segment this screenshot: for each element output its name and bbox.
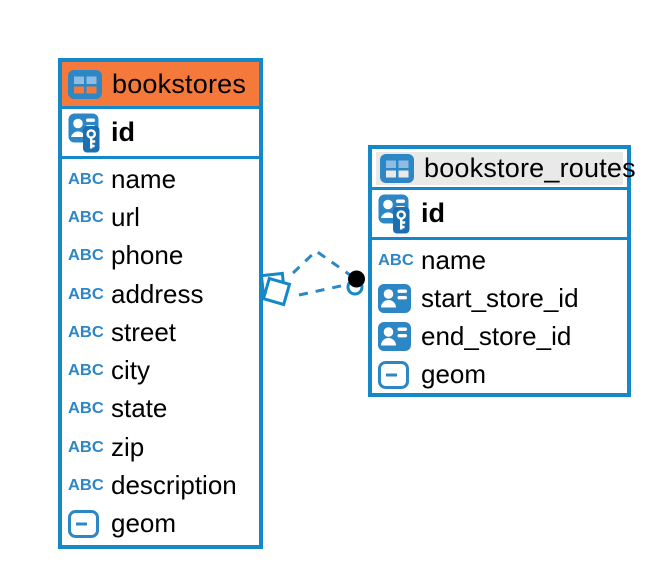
primary-key-name: id <box>111 117 135 147</box>
abc-text-icon: ABC <box>68 208 104 226</box>
table-name: bookstore_routes <box>424 153 636 183</box>
abc-text-icon: ABC <box>378 251 414 269</box>
primary-key-icon <box>378 194 413 234</box>
column-row-geom[interactable]: geom <box>372 356 627 394</box>
column-row-phone[interactable]: ABC phone <box>62 237 259 275</box>
geometry-icon <box>68 509 99 538</box>
abc-text-icon: ABC <box>68 323 104 341</box>
column-row-end_store_id[interactable]: end_store_id <box>372 317 627 355</box>
column-row-start_store_id[interactable]: start_store_id <box>372 279 627 317</box>
table-icon <box>68 69 103 99</box>
column-name: start_store_id <box>421 282 579 313</box>
column-name: zip <box>111 431 145 462</box>
column-row-name[interactable]: ABC name <box>372 241 627 279</box>
column-name: address <box>111 278 204 309</box>
column-name: city <box>111 355 150 386</box>
column-name: street <box>111 316 177 347</box>
column-row-state[interactable]: ABC state <box>62 390 259 428</box>
table-icon <box>380 154 415 183</box>
column-row-address[interactable]: ABC address <box>62 275 259 313</box>
column-name: geom <box>111 508 177 539</box>
abc-text-icon: ABC <box>68 399 104 417</box>
column-name: name <box>111 163 177 194</box>
geometry-icon <box>378 360 409 389</box>
table-bookstore-routes[interactable]: bookstore_routes id ABC name start_store_i… <box>368 145 636 397</box>
column-name: state <box>111 393 168 424</box>
abc-text-icon: ABC <box>68 285 104 303</box>
column-name: end_store_id <box>421 320 572 351</box>
column-row-zip[interactable]: ABC zip <box>62 428 259 466</box>
table-header-routes[interactable]: bookstore_routes <box>372 149 636 190</box>
relationship-line-lower <box>298 282 351 297</box>
abc-text-icon: ABC <box>68 438 104 456</box>
primary-key-row[interactable]: id <box>62 109 259 159</box>
abc-text-icon: ABC <box>68 246 104 264</box>
relationship-line-upper <box>291 249 354 279</box>
person-ref-icon <box>378 283 411 313</box>
primary-key-name: id <box>421 198 445 228</box>
column-name: description <box>111 470 237 501</box>
abc-text-icon: ABC <box>68 170 104 188</box>
circle-marker <box>346 270 365 296</box>
table-header-bookstores[interactable]: bookstores <box>62 62 259 109</box>
column-name: name <box>421 244 487 275</box>
column-name: url <box>111 201 140 232</box>
table-name: bookstores <box>112 68 247 99</box>
column-row-city[interactable]: ABC city <box>62 351 259 389</box>
column-row-url[interactable]: ABC url <box>62 198 259 236</box>
abc-text-icon: ABC <box>68 361 104 379</box>
column-row-name[interactable]: ABC name <box>62 160 259 198</box>
primary-key-icon <box>68 113 103 153</box>
diamond-marker <box>259 271 292 307</box>
column-name: geom <box>421 359 487 390</box>
abc-text-icon: ABC <box>68 476 104 494</box>
column-row-street[interactable]: ABC street <box>62 313 259 351</box>
column-row-geom[interactable]: geom <box>62 505 259 543</box>
primary-key-row[interactable]: id <box>372 190 627 240</box>
person-ref-icon <box>378 321 411 351</box>
column-row-description[interactable]: ABC description <box>62 466 259 504</box>
column-name: phone <box>111 240 184 271</box>
